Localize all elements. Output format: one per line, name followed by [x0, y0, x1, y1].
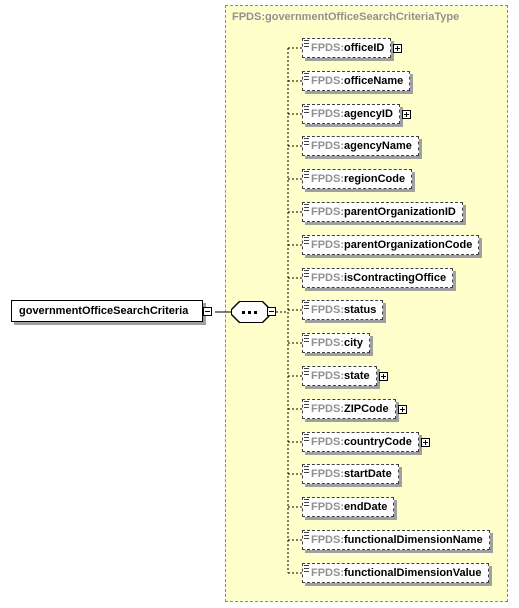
root-element-box[interactable]: governmentOfficeSearchCriteria	[11, 300, 204, 322]
expand-icon[interactable]	[421, 438, 430, 447]
element-lines-icon	[304, 73, 309, 80]
element-name: state	[344, 370, 370, 382]
namespace-prefix: FPDS:	[311, 140, 344, 152]
sequence-collapse-icon[interactable]	[267, 307, 276, 316]
expand-icon[interactable]	[402, 110, 411, 119]
namespace-prefix: FPDS:	[311, 567, 344, 579]
element-lines-icon	[304, 401, 309, 408]
element-name: officeID	[344, 42, 385, 54]
namespace-prefix: FPDS:	[311, 108, 344, 120]
element-name: city	[344, 337, 363, 349]
namespace-prefix: FPDS:	[311, 501, 344, 513]
element-name: agencyID	[344, 108, 393, 120]
namespace-prefix: FPDS:	[311, 75, 344, 87]
element-name: regionCode	[344, 173, 406, 185]
element-lines-icon	[304, 434, 309, 441]
element-name: parentOrganizationID	[344, 206, 456, 218]
element-name: countryCode	[344, 436, 412, 448]
namespace-prefix: FPDS:	[311, 403, 344, 415]
element-lines-icon	[304, 171, 309, 178]
element-officeName[interactable]: FPDS:officeName	[302, 71, 411, 91]
type-title: FPDS:governmentOfficeSearchCriteriaType	[232, 11, 460, 23]
element-lines-icon	[304, 368, 309, 375]
element-functionalDimensionValue[interactable]: FPDS:functionalDimensionValue	[302, 563, 489, 583]
element-lines-icon	[304, 204, 309, 211]
element-name: parentOrganizationCode	[344, 239, 473, 251]
root-collapse-icon[interactable]	[203, 307, 212, 316]
root-element-label: governmentOfficeSearchCriteria	[19, 305, 189, 317]
namespace-prefix: FPDS:	[311, 468, 344, 480]
sequence-dot-icon	[248, 311, 251, 314]
namespace-prefix: FPDS:	[311, 304, 344, 316]
element-lines-icon	[304, 40, 309, 47]
namespace-prefix: FPDS:	[311, 436, 344, 448]
element-lines-icon	[304, 532, 309, 539]
element-name: functionalDimensionName	[344, 534, 483, 546]
element-officeID[interactable]: FPDS:officeID	[302, 38, 392, 58]
namespace-prefix: FPDS:	[311, 206, 344, 218]
element-lines-icon	[304, 106, 309, 113]
element-parentOrganizationID[interactable]: FPDS:parentOrganizationID	[302, 202, 463, 222]
element-lines-icon	[304, 302, 309, 309]
sequence-dot-icon	[242, 311, 245, 314]
expand-icon[interactable]	[393, 44, 402, 53]
element-name: officeName	[344, 75, 404, 87]
element-lines-icon	[304, 499, 309, 506]
namespace-prefix: FPDS:	[311, 173, 344, 185]
element-ZIPCode[interactable]: FPDS:ZIPCode	[302, 399, 396, 419]
element-name: endDate	[344, 501, 388, 513]
namespace-prefix: FPDS:	[311, 42, 344, 54]
element-name: isContractingOffice	[344, 272, 447, 284]
expand-icon[interactable]	[379, 372, 388, 381]
element-name: status	[344, 304, 377, 316]
element-isContractingOffice[interactable]: FPDS:isContractingOffice	[302, 268, 454, 288]
element-name: agencyName	[344, 140, 412, 152]
element-city[interactable]: FPDS:city	[302, 333, 370, 353]
element-parentOrganizationCode[interactable]: FPDS:parentOrganizationCode	[302, 235, 480, 255]
element-endDate[interactable]: FPDS:endDate	[302, 497, 395, 517]
namespace-prefix: FPDS:	[311, 370, 344, 382]
namespace-prefix: FPDS:	[311, 272, 344, 284]
element-functionalDimensionName[interactable]: FPDS:functionalDimensionName	[302, 530, 490, 550]
namespace-prefix: FPDS:	[311, 534, 344, 546]
sequence-compositor-inner	[232, 302, 270, 322]
element-countryCode[interactable]: FPDS:countryCode	[302, 432, 419, 452]
namespace-prefix: FPDS:	[311, 239, 344, 251]
element-lines-icon	[304, 138, 309, 145]
element-lines-icon	[304, 270, 309, 277]
element-name: ZIPCode	[344, 403, 389, 415]
element-lines-icon	[304, 466, 309, 473]
element-lines-icon	[304, 335, 309, 342]
element-regionCode[interactable]: FPDS:regionCode	[302, 169, 413, 189]
element-name: functionalDimensionValue	[344, 567, 482, 579]
element-status[interactable]: FPDS:status	[302, 300, 384, 320]
element-state[interactable]: FPDS:state	[302, 366, 377, 386]
element-agencyName[interactable]: FPDS:agencyName	[302, 136, 419, 156]
element-agencyID[interactable]: FPDS:agencyID	[302, 104, 400, 124]
namespace-prefix: FPDS:	[311, 337, 344, 349]
element-startDate[interactable]: FPDS:startDate	[302, 464, 399, 484]
element-lines-icon	[304, 237, 309, 244]
expand-icon[interactable]	[398, 405, 407, 414]
sequence-dot-icon	[254, 311, 257, 314]
element-lines-icon	[304, 565, 309, 572]
element-name: startDate	[344, 468, 392, 480]
